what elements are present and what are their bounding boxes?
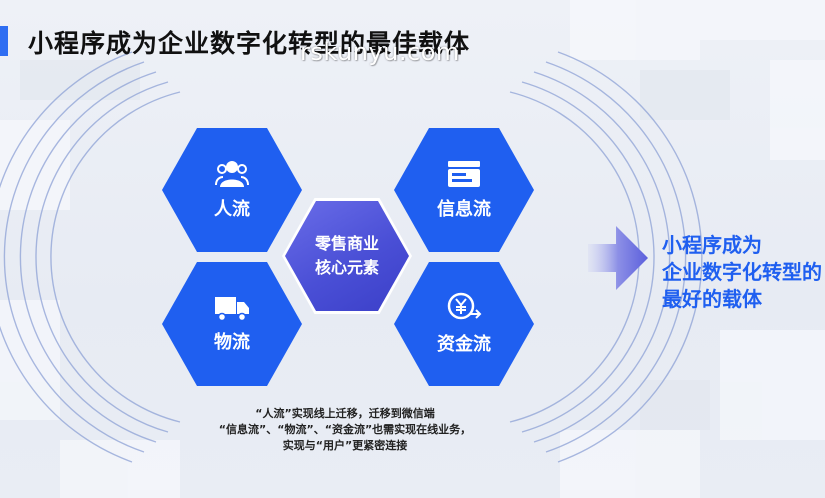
people-icon [215, 161, 249, 187]
conclusion-text: 小程序成为 企业数字化转型的 最好的载体 [662, 232, 825, 313]
hex-capital-flow: 资金流 [394, 262, 534, 386]
hex-label-info-flow: 信息流 [437, 199, 491, 220]
conclusion-line2: 企业数字化转型的 [662, 260, 822, 284]
title-accent-bar [0, 26, 8, 56]
hex-label-logistics-flow: 物流 [214, 332, 250, 353]
truck-icon [215, 297, 249, 322]
conclusion-line3: 最好的载体 [662, 287, 762, 311]
caption: “人流”实现线上迁移，迁移到微信端 “信息流”、“物流”、“资金流”也需实现在线… [195, 406, 495, 454]
center-label-line2: 核心元素 [314, 258, 379, 277]
center-label-line1: 零售商业 [314, 234, 379, 253]
caption-line2: “信息流”、“物流”、“资金流”也需实现在线业务， [218, 423, 472, 436]
caption-line3: 实现与“用户”更紧密连接 [282, 439, 408, 452]
page-title: 小程序成为企业数字化转型的最佳载体 [28, 29, 471, 58]
hex-label-people-flow: 人流 [214, 199, 250, 220]
yuan-coin-icon [447, 292, 482, 320]
arrow-right-icon [588, 226, 648, 290]
conclusion-line1: 小程序成为 [662, 233, 762, 257]
caption-line1: “人流”实现线上迁移，迁移到微信端 [255, 407, 435, 420]
watermark: rskunyu.com [300, 38, 460, 66]
hex-label-capital-flow: 资金流 [437, 334, 491, 355]
card-icon [448, 161, 480, 187]
hex-info-flow: 信息流 [394, 128, 534, 252]
